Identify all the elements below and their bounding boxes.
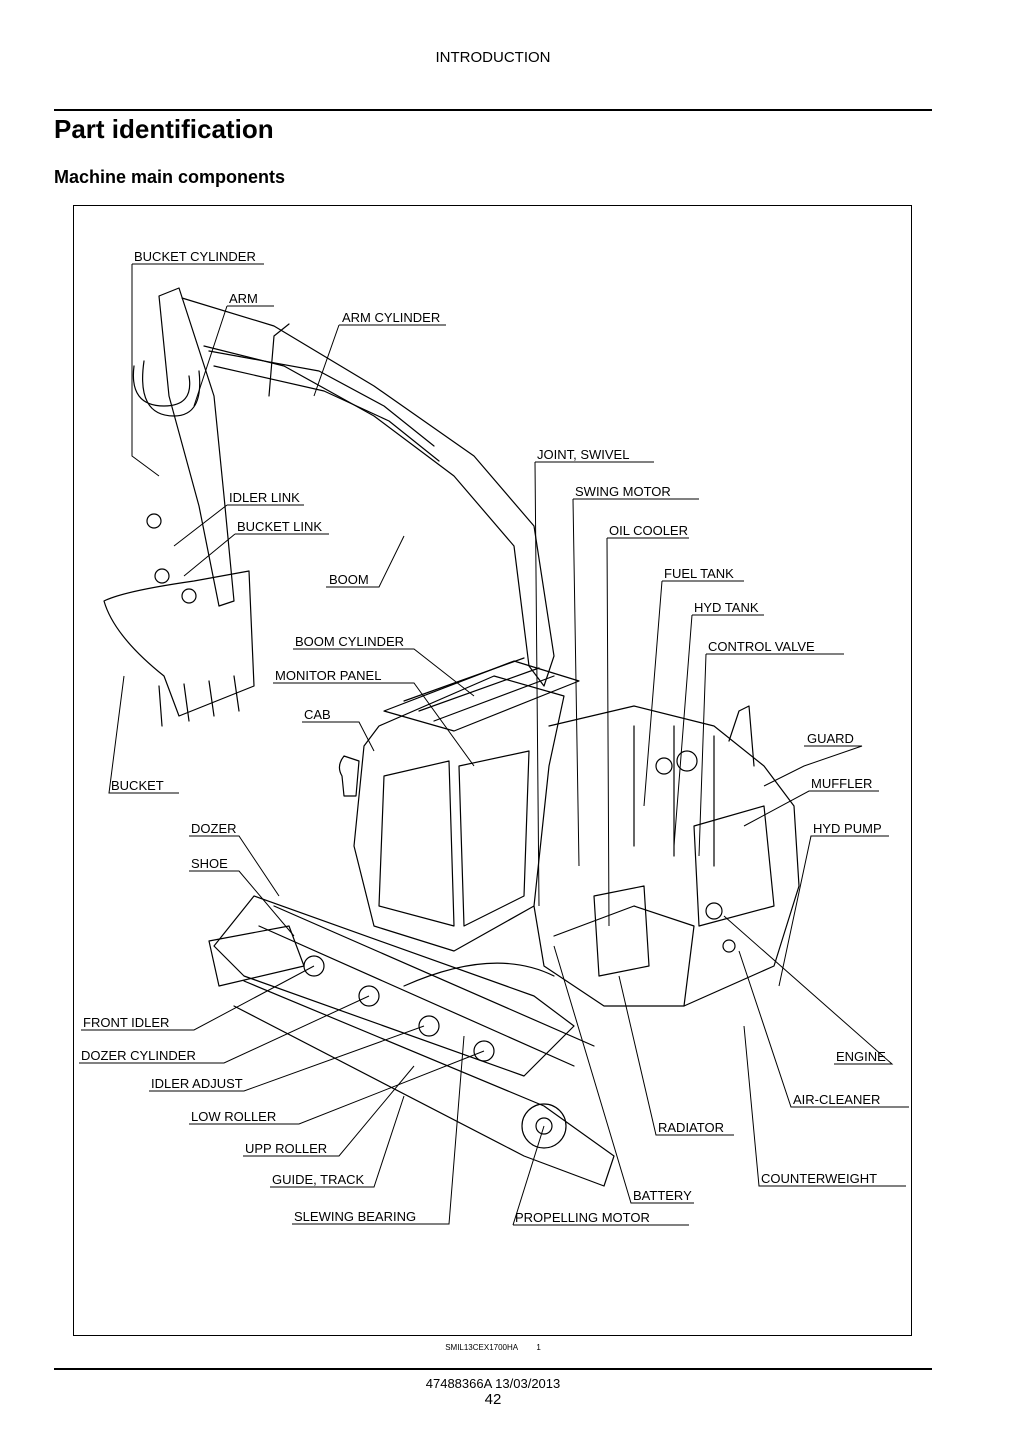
label-monitor-panel: MONITOR PANEL bbox=[275, 668, 381, 683]
label-front-idler: FRONT IDLER bbox=[83, 1015, 169, 1030]
dozer-blade bbox=[208, 925, 305, 987]
document-number: 47488366A 13/03/2013 bbox=[425, 1376, 561, 1391]
label-dozer: DOZER bbox=[191, 821, 237, 836]
section-subtitle: Machine main components bbox=[54, 167, 286, 187]
top-rule bbox=[54, 109, 932, 111]
page-title: Part identification bbox=[54, 114, 274, 144]
figure-caption: SMIL13CEX1700HA 1 bbox=[0, 1343, 986, 1352]
label-air-cleaner: AIR-CLEANER bbox=[793, 1092, 880, 1107]
slewing-ring bbox=[403, 962, 555, 987]
cab-roof bbox=[383, 660, 580, 732]
propelling-motor-drawing bbox=[521, 1103, 567, 1149]
label-upp-roller: UPP ROLLER bbox=[245, 1141, 327, 1156]
figure-frame: BUCKET CYLINDER ARM ARM CYLINDER JOINT, … bbox=[73, 205, 912, 1336]
arm-cylinder-rod bbox=[268, 323, 290, 397]
label-idler-adjust: IDLER ADJUST bbox=[151, 1076, 243, 1091]
page-number: 42 bbox=[484, 1391, 502, 1408]
label-guide-track: GUIDE, TRACK bbox=[272, 1172, 365, 1187]
engine-block bbox=[693, 805, 775, 927]
label-engine: ENGINE bbox=[836, 1049, 886, 1064]
cab-drawing bbox=[353, 675, 565, 952]
label-bucket: BUCKET bbox=[111, 778, 164, 793]
label-hyd-tank: HYD TANK bbox=[694, 600, 759, 615]
label-boom: BOOM bbox=[329, 572, 369, 587]
label-fuel-tank: FUEL TANK bbox=[664, 566, 734, 581]
bottom-rule bbox=[54, 1368, 932, 1370]
track-drawing bbox=[233, 980, 615, 1187]
callout-labels: BUCKET CYLINDER ARM ARM CYLINDER JOINT, … bbox=[81, 249, 886, 1225]
boom-hoses bbox=[208, 350, 435, 447]
label-arm-cylinder: ARM CYLINDER bbox=[342, 310, 440, 325]
leader-lines bbox=[79, 263, 909, 1226]
radiator-grill bbox=[593, 885, 650, 977]
figure-number: 1 bbox=[536, 1343, 541, 1352]
label-propelling-motor: PROPELLING MOTOR bbox=[515, 1210, 650, 1225]
label-joint-swivel: JOINT, SWIVEL bbox=[537, 447, 629, 462]
label-bucket-link: BUCKET LINK bbox=[237, 519, 322, 534]
excavator-diagram: BUCKET CYLINDER ARM ARM CYLINDER JOINT, … bbox=[79, 249, 909, 1226]
label-hyd-pump: HYD PUMP bbox=[813, 821, 882, 836]
label-muffler: MUFFLER bbox=[811, 776, 872, 791]
muffler-pipe bbox=[728, 705, 755, 767]
label-counterweight: COUNTERWEIGHT bbox=[761, 1171, 877, 1186]
bucket-drawing bbox=[103, 570, 255, 717]
label-control-valve: CONTROL VALVE bbox=[708, 639, 815, 654]
arm-drawing bbox=[158, 287, 235, 607]
upper-structure bbox=[533, 705, 800, 1007]
label-slewing-bearing: SLEWING BEARING bbox=[294, 1209, 416, 1224]
undercarriage-frame bbox=[213, 895, 575, 1077]
mirror bbox=[338, 755, 360, 797]
label-boom-cylinder: BOOM CYLINDER bbox=[295, 634, 404, 649]
label-swing-motor: SWING MOTOR bbox=[575, 484, 671, 499]
boom-drawing bbox=[181, 297, 555, 687]
label-bucket-cylinder: BUCKET CYLINDER bbox=[134, 249, 256, 264]
label-guard: GUARD bbox=[807, 731, 854, 746]
label-idler-link: IDLER LINK bbox=[229, 490, 300, 505]
label-cab: CAB bbox=[304, 707, 331, 722]
label-low-roller: LOW ROLLER bbox=[191, 1109, 276, 1124]
image-code: SMIL13CEX1700HA bbox=[445, 1343, 519, 1352]
excavator-illustration bbox=[103, 287, 800, 1187]
label-shoe: SHOE bbox=[191, 856, 228, 871]
label-dozer-cylinder: DOZER CYLINDER bbox=[81, 1048, 196, 1063]
label-battery: BATTERY bbox=[633, 1188, 692, 1203]
cab-door-window bbox=[378, 760, 455, 927]
label-radiator: RADIATOR bbox=[658, 1120, 724, 1135]
label-oil-cooler: OIL COOLER bbox=[609, 523, 688, 538]
label-arm: ARM bbox=[229, 291, 258, 306]
running-header: INTRODUCTION bbox=[435, 49, 551, 66]
